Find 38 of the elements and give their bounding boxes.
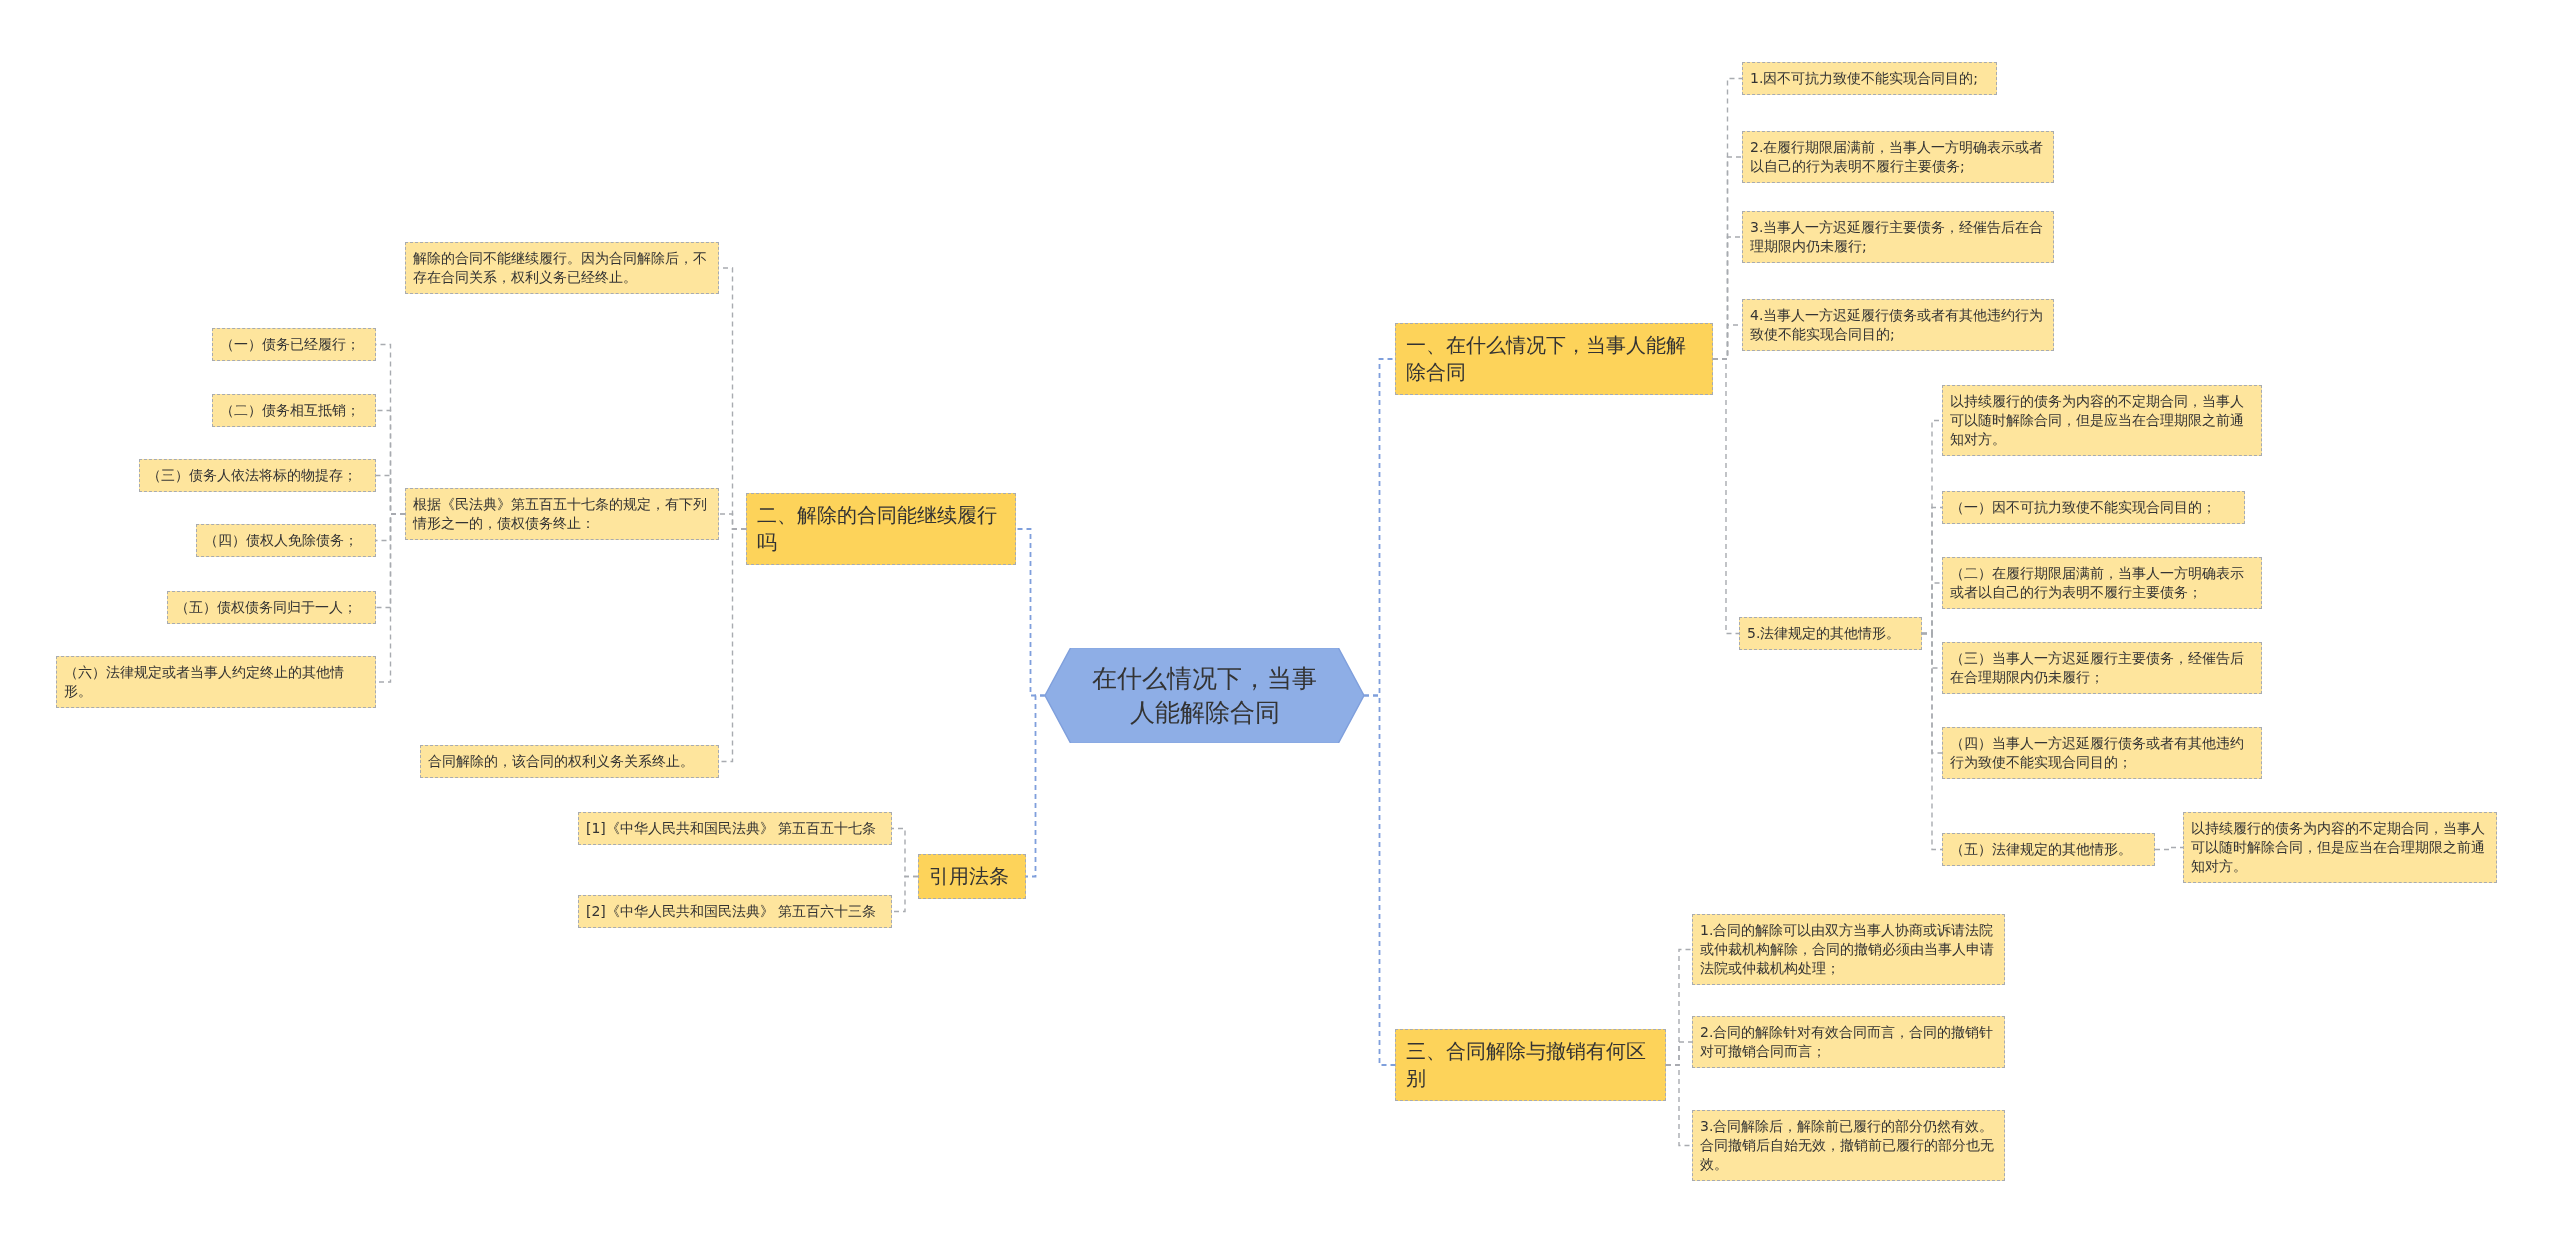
note-box: 5.法律规定的其他情形。 — [1739, 617, 1922, 650]
note-box: [1]《中华人民共和国民法典》 第五百五十七条 — [578, 812, 892, 845]
topic-box: 二、解除的合同能继续履行吗 — [746, 493, 1016, 565]
connector-line — [891, 875, 919, 913]
note-box: 4.当事人一方迟延履行债务或者有其他违约行为致使不能实现合同目的; — [1742, 299, 2054, 351]
note-box: （一）债务已经履行； — [212, 328, 376, 361]
note-box: 2.合同的解除针对有效合同而言，合同的撤销针对可撤销合同而言； — [1692, 1016, 2005, 1068]
note-box: （六）法律规定或者当事人约定终止的其他情形。 — [56, 656, 376, 708]
note-box: 根据《民法典》第五百五十七条的规定，有下列情形之一的，债权债务终止： — [405, 488, 719, 540]
note-box: （五）法律规定的其他情形。 — [1942, 833, 2155, 866]
note-box: 1.因不可抗力致使不能实现合同目的; — [1742, 62, 1997, 95]
topic-box: 三、合同解除与撤销有何区别 — [1395, 1029, 1666, 1101]
connector-line — [1025, 694, 1046, 878]
connector-line — [1712, 358, 1740, 635]
note-box: （一）因不可抗力致使不能实现合同目的； — [1942, 491, 2245, 524]
note-box: 3.合同解除后，解除前已履行的部分仍然有效。合同撤销后自始无效，撤销前已履行的部分也无效。 — [1692, 1110, 2005, 1181]
connector-line — [1665, 1064, 1693, 1147]
topic-box: 引用法条 — [918, 854, 1026, 899]
note-box: [2]《中华人民共和国民法典》 第五百六十三条 — [578, 895, 892, 928]
note-box: （四）债权人免除债务； — [196, 524, 376, 557]
note-box: （二）在履行期限届满前，当事人一方明确表示或者以自己的行为表明不履行主要债务； — [1942, 557, 2262, 609]
note-box: （二）债务相互抵销； — [212, 394, 376, 427]
note-box: （三）债务人依法将标的物提存； — [139, 459, 376, 492]
note-box: 以持续履行的债务为内容的不定期合同，当事人可以随时解除合同，但是应当在合理期限之前通知对方。 — [1942, 385, 2262, 456]
note-box: 以持续履行的债务为内容的不定期合同，当事人可以随时解除合同，但是应当在合理期限之前通知对方。 — [2183, 812, 2497, 883]
note-box: （五）债权债务同归于一人； — [167, 591, 376, 624]
note-box: 解除的合同不能继续履行。因为合同解除后，不存在合同关系，权利义务已经终止。 — [405, 242, 719, 294]
note-box: 3.当事人一方迟延履行主要债务，经催告后在合理期限内仍未履行; — [1742, 211, 2054, 263]
note-box: 1.合同的解除可以由双方当事人协商或诉请法院或仲裁机构解除，合同的撤销必须由当事人申请法院或仲裁机构处理； — [1692, 914, 2005, 985]
note-box: （四）当事人一方迟延履行债务或者有其他违约行为致使不能实现合同目的； — [1942, 727, 2262, 779]
note-box: 2.在履行期限届满前，当事人一方明确表示或者以自己的行为表明不履行主要债务; — [1742, 131, 2054, 183]
connector-line — [2154, 846, 2184, 851]
note-box: （三）当事人一方迟延履行主要债务，经催告后在合理期限内仍未履行； — [1942, 642, 2262, 694]
note-box: 合同解除的，该合同的权利义务关系终止。 — [420, 745, 719, 778]
topic-box: 一、在什么情况下，当事人能解除合同 — [1395, 323, 1713, 395]
connector-line — [1363, 694, 1396, 1066]
connector-line — [1921, 632, 1943, 851]
topic-hexagon: 在什么情况下，当事人能解除合同 — [1045, 648, 1364, 743]
